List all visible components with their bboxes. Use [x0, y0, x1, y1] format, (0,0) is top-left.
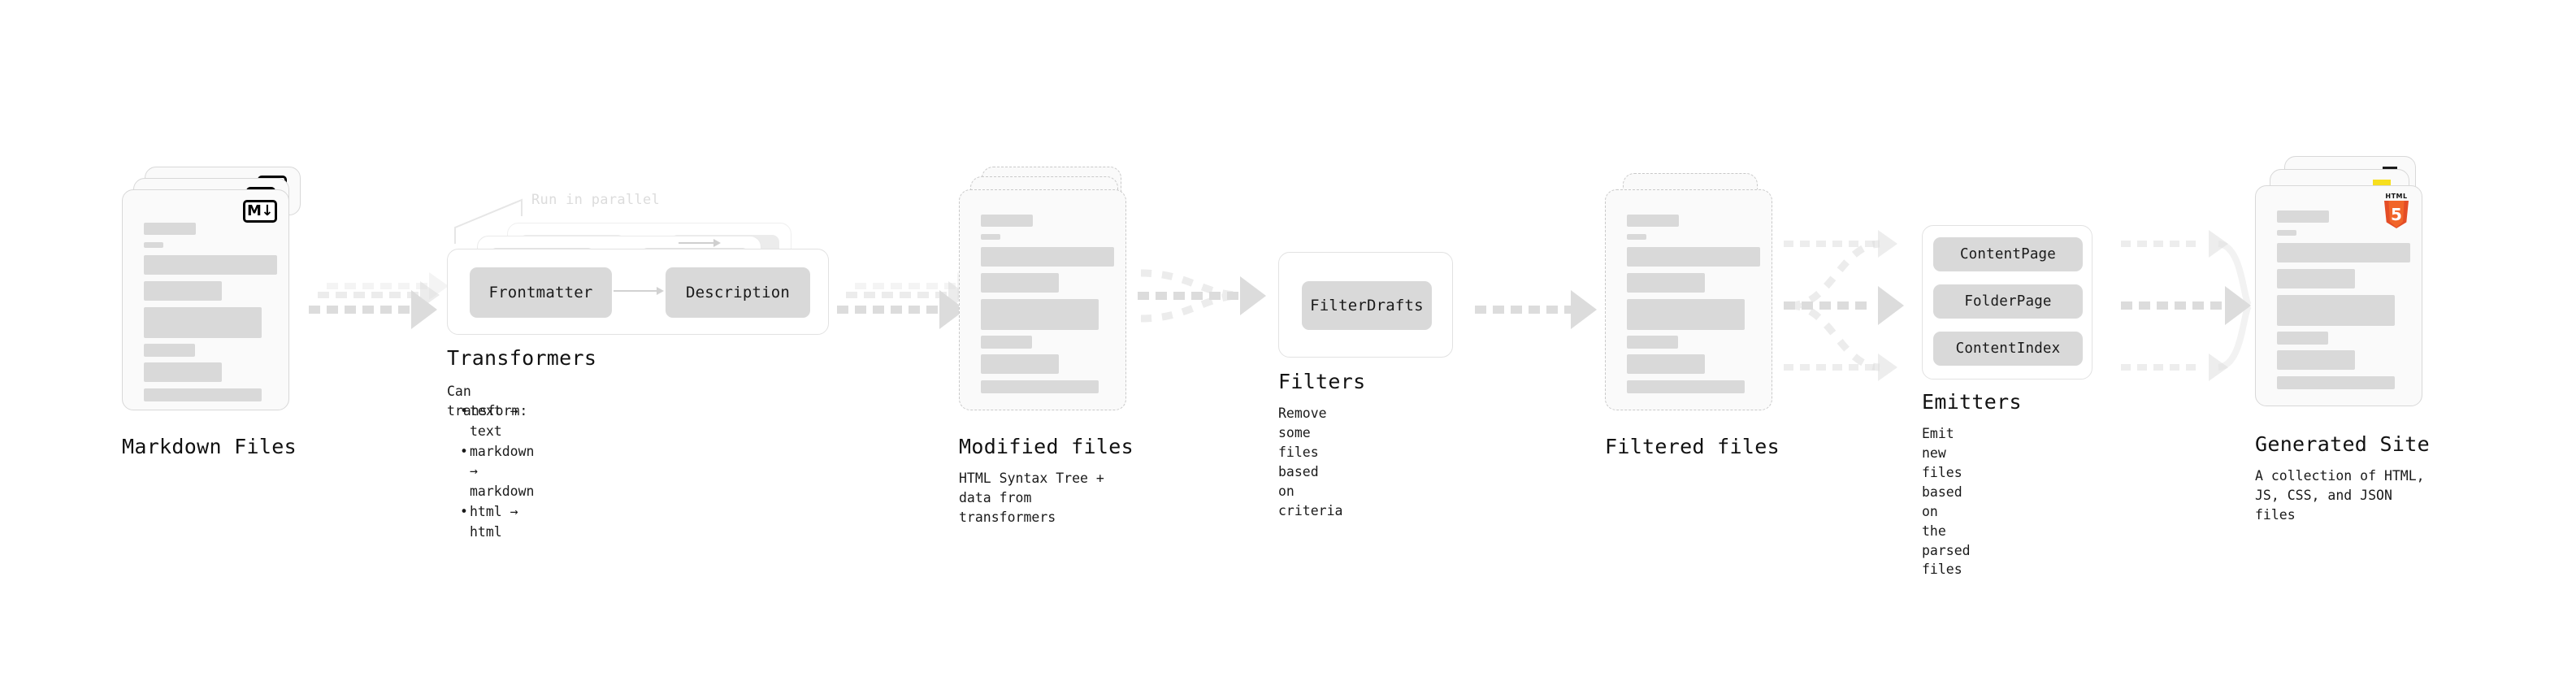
stage-modified-files: Modified files HTML Syntax Tree + data f…	[959, 167, 1134, 525]
transformer-inner-arrow-ghost-2	[679, 238, 721, 248]
filtered-file-stack	[1605, 167, 1780, 427]
dashed-arrow	[1475, 290, 1597, 329]
stage-markdown-files: M↓ M↓ M↓	[122, 167, 301, 458]
markdown-files-title: Markdown Files	[122, 435, 297, 458]
skeleton-bar	[144, 242, 163, 248]
skeleton-bar	[2277, 269, 2355, 288]
filtered-card-front	[1605, 189, 1772, 410]
skeleton-bar	[144, 281, 222, 301]
skeleton-bar	[981, 380, 1099, 393]
modified-file-stack	[959, 167, 1134, 427]
dashed-arrow	[309, 290, 437, 329]
skeleton-bar	[2277, 210, 2329, 223]
dashed-arrow-bottom	[2121, 351, 2228, 384]
skeleton-bar	[2277, 332, 2328, 345]
modified-files-title: Modified files	[959, 435, 1134, 458]
skeleton-bar	[1627, 336, 1678, 349]
emitter-pill-label: ContentPage	[1959, 246, 2057, 262]
skeleton-bar	[981, 234, 1000, 240]
skeleton-bar	[981, 215, 1033, 227]
skeleton-bar	[1627, 273, 1705, 293]
skeleton-bar	[144, 362, 222, 382]
skeleton-bar	[1627, 299, 1745, 330]
skeleton-bar	[1627, 354, 1705, 374]
html5-icon-word: HTML	[2385, 193, 2408, 200]
dashed-arrow-middle	[1784, 286, 1904, 325]
skeleton-bar	[1627, 380, 1745, 393]
emitter-pill-folderpage[interactable]: FolderPage	[1933, 284, 2083, 319]
filter-pill-filterdrafts[interactable]: FilterDrafts	[1302, 281, 1432, 330]
generated-site-title: Generated Site	[2255, 432, 2430, 456]
generated-card-front: HTML 5	[2255, 185, 2422, 406]
transformer-pill-description[interactable]: Description	[666, 267, 810, 318]
skeleton-bar	[2277, 295, 2395, 326]
skeleton-bar	[981, 273, 1059, 293]
filtered-files-title: Filtered files	[1605, 435, 1780, 458]
html5-icon-shield-inner	[2388, 201, 2405, 228]
html5-icon: HTML 5	[2384, 193, 2409, 230]
list-item: markdown → markdown	[460, 442, 534, 502]
markdown-card-skeleton: M↓	[123, 190, 288, 410]
dashed-arrow-middle	[2121, 286, 2251, 325]
modified-card-front	[959, 189, 1126, 410]
filters-subtitle: Remove some files based on criteria	[1278, 406, 1343, 518]
emitters-subtitle: Emit new files based on the parsed files	[1922, 426, 1971, 578]
skeleton-bar	[144, 307, 262, 338]
run-in-parallel-label: Run in parallel	[531, 192, 661, 208]
stage-generated-site: HTML 5 Generated Site A collectio	[2255, 156, 2438, 523]
converging-connector	[1138, 258, 1260, 332]
dashed-arrow	[837, 290, 965, 329]
markdown-card-front: M↓	[122, 189, 289, 410]
dashed-arrow-top	[1784, 228, 1897, 260]
transformer-inner-arrow	[614, 286, 664, 296]
generated-card-skeleton: HTML 5	[2256, 186, 2422, 406]
skeleton-bar	[2277, 230, 2296, 236]
html5-icon-digit: 5	[2391, 205, 2402, 224]
skeleton-bar	[981, 299, 1099, 330]
skeleton-bar	[144, 388, 262, 401]
emitter-pill-contentindex[interactable]: ContentIndex	[1933, 332, 2083, 366]
skeleton-bar	[144, 223, 196, 235]
filtered-card-skeleton	[1606, 190, 1772, 410]
skeleton-bar	[981, 247, 1114, 267]
skeleton-bar	[981, 354, 1059, 374]
filter-pill-label: FilterDrafts	[1310, 297, 1424, 314]
emitters-title: Emitters	[1922, 390, 2022, 414]
skeleton-bar	[2277, 350, 2355, 370]
markdown-file-stack: M↓ M↓ M↓	[122, 167, 301, 427]
skeleton-bar	[144, 344, 195, 357]
markdown-icon-glyph: M↓	[247, 202, 274, 219]
modified-files-subtitle: HTML Syntax Tree + data from transformer…	[959, 471, 1104, 525]
skeleton-bar	[1627, 234, 1646, 240]
emitters-group-box: ContentPage FolderPage ContentIndex	[1922, 225, 2092, 380]
stage-filtered-files: Filtered files	[1605, 167, 1780, 458]
dashed-arrow-bottom	[1784, 351, 1897, 384]
transformers-title: Transformers	[447, 346, 597, 370]
skeleton-bar	[1627, 215, 1679, 227]
filters-title: Filters	[1278, 370, 1366, 393]
list-item: text → text	[460, 401, 534, 442]
transformer-pill-label: Description	[685, 284, 791, 301]
emitter-pill-label: FolderPage	[1964, 293, 2052, 310]
filters-group-box: FilterDrafts	[1278, 252, 1453, 358]
skeleton-bar	[144, 255, 277, 275]
list-item: html → html	[460, 502, 534, 543]
transformer-pill-label: Frontmatter	[488, 284, 593, 301]
dashed-arrow	[1138, 276, 1266, 315]
skeleton-bar	[981, 336, 1032, 349]
generated-file-stack: HTML 5	[2255, 156, 2438, 424]
dashed-arrow-top	[2121, 228, 2228, 260]
transformers-desc-list: text → text markdown → markdown html → h…	[447, 401, 534, 542]
skeleton-bar	[1627, 247, 1760, 267]
emitter-pill-label: ContentIndex	[1955, 340, 2061, 357]
transformer-pill-frontmatter[interactable]: Frontmatter	[470, 267, 612, 318]
transformers-group-box: Frontmatter Description	[447, 249, 829, 335]
emitter-pill-contentpage[interactable]: ContentPage	[1933, 237, 2083, 271]
generated-site-subtitle: A collection of HTML, JS, CSS, and JSON …	[2255, 468, 2425, 523]
skeleton-bar	[2277, 243, 2410, 262]
run-in-parallel-bracket	[453, 193, 543, 244]
modified-card-skeleton	[960, 190, 1125, 410]
skeleton-bar	[2277, 376, 2395, 389]
markdown-icon: M↓	[243, 200, 277, 223]
